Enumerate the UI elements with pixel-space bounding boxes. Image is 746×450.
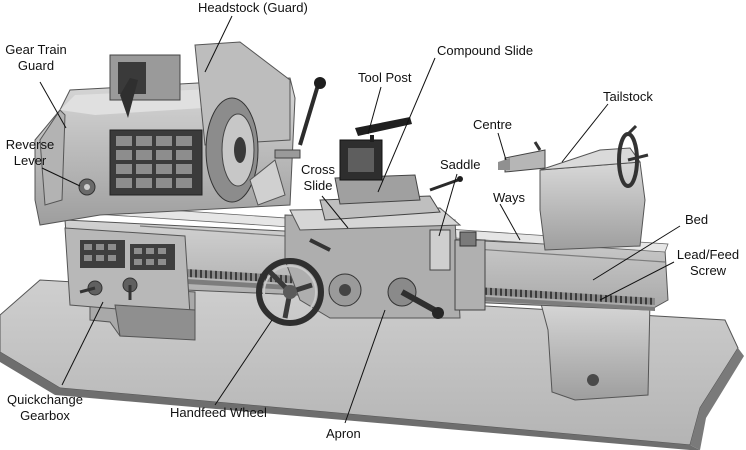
- label-reverse-lever: Reverse Lever: [0, 137, 60, 169]
- label-gear-train-guard: Gear Train Guard: [0, 42, 72, 74]
- label-centre: Centre: [473, 117, 513, 132]
- label-reverse-lever-line2: Lever: [13, 153, 47, 168]
- quickchange-gearbox: [64, 227, 196, 341]
- label-reverse-lever-line1: Reverse: [5, 137, 55, 152]
- label-quickchange-gearbox: Quickchange Gearbox: [0, 392, 90, 424]
- label-quickchange-gearbox-line2: Gearbox: [20, 408, 70, 423]
- label-handfeed-wheel: Handfeed Wheel: [170, 405, 267, 420]
- leader-lines: [39, 15, 681, 424]
- label-tool-post: Tool Post: [358, 70, 412, 85]
- label-lead-feed-screw-line1: Lead/Feed: [676, 247, 740, 262]
- label-bed: Bed: [685, 212, 709, 227]
- label-cross-slide-line1: Cross: [301, 162, 335, 177]
- label-cross-slide-line2: Slide: [303, 178, 333, 193]
- label-cross-slide: Cross Slide: [294, 162, 342, 194]
- headstock-housing: [34, 41, 326, 226]
- label-quickchange-gearbox-line1: Quickchange: [7, 392, 83, 407]
- label-apron: Apron: [326, 426, 361, 441]
- label-ways: Ways: [493, 190, 526, 205]
- carriage: [256, 207, 486, 326]
- label-headstock: Headstock (Guard): [198, 0, 308, 15]
- label-saddle: Saddle: [440, 157, 481, 172]
- label-tailstock: Tailstock: [603, 89, 653, 104]
- label-compound-slide: Compound Slide: [437, 43, 534, 58]
- label-lead-feed-screw: Lead/Feed Screw: [672, 247, 744, 279]
- label-gear-train-guard-line1: Gear Train: [5, 42, 67, 57]
- tailstock-assembly: [498, 124, 649, 251]
- label-gear-train-guard-line2: Guard: [17, 58, 55, 73]
- tool-rest: [319, 117, 463, 221]
- label-lead-feed-screw-line2: Screw: [689, 263, 727, 278]
